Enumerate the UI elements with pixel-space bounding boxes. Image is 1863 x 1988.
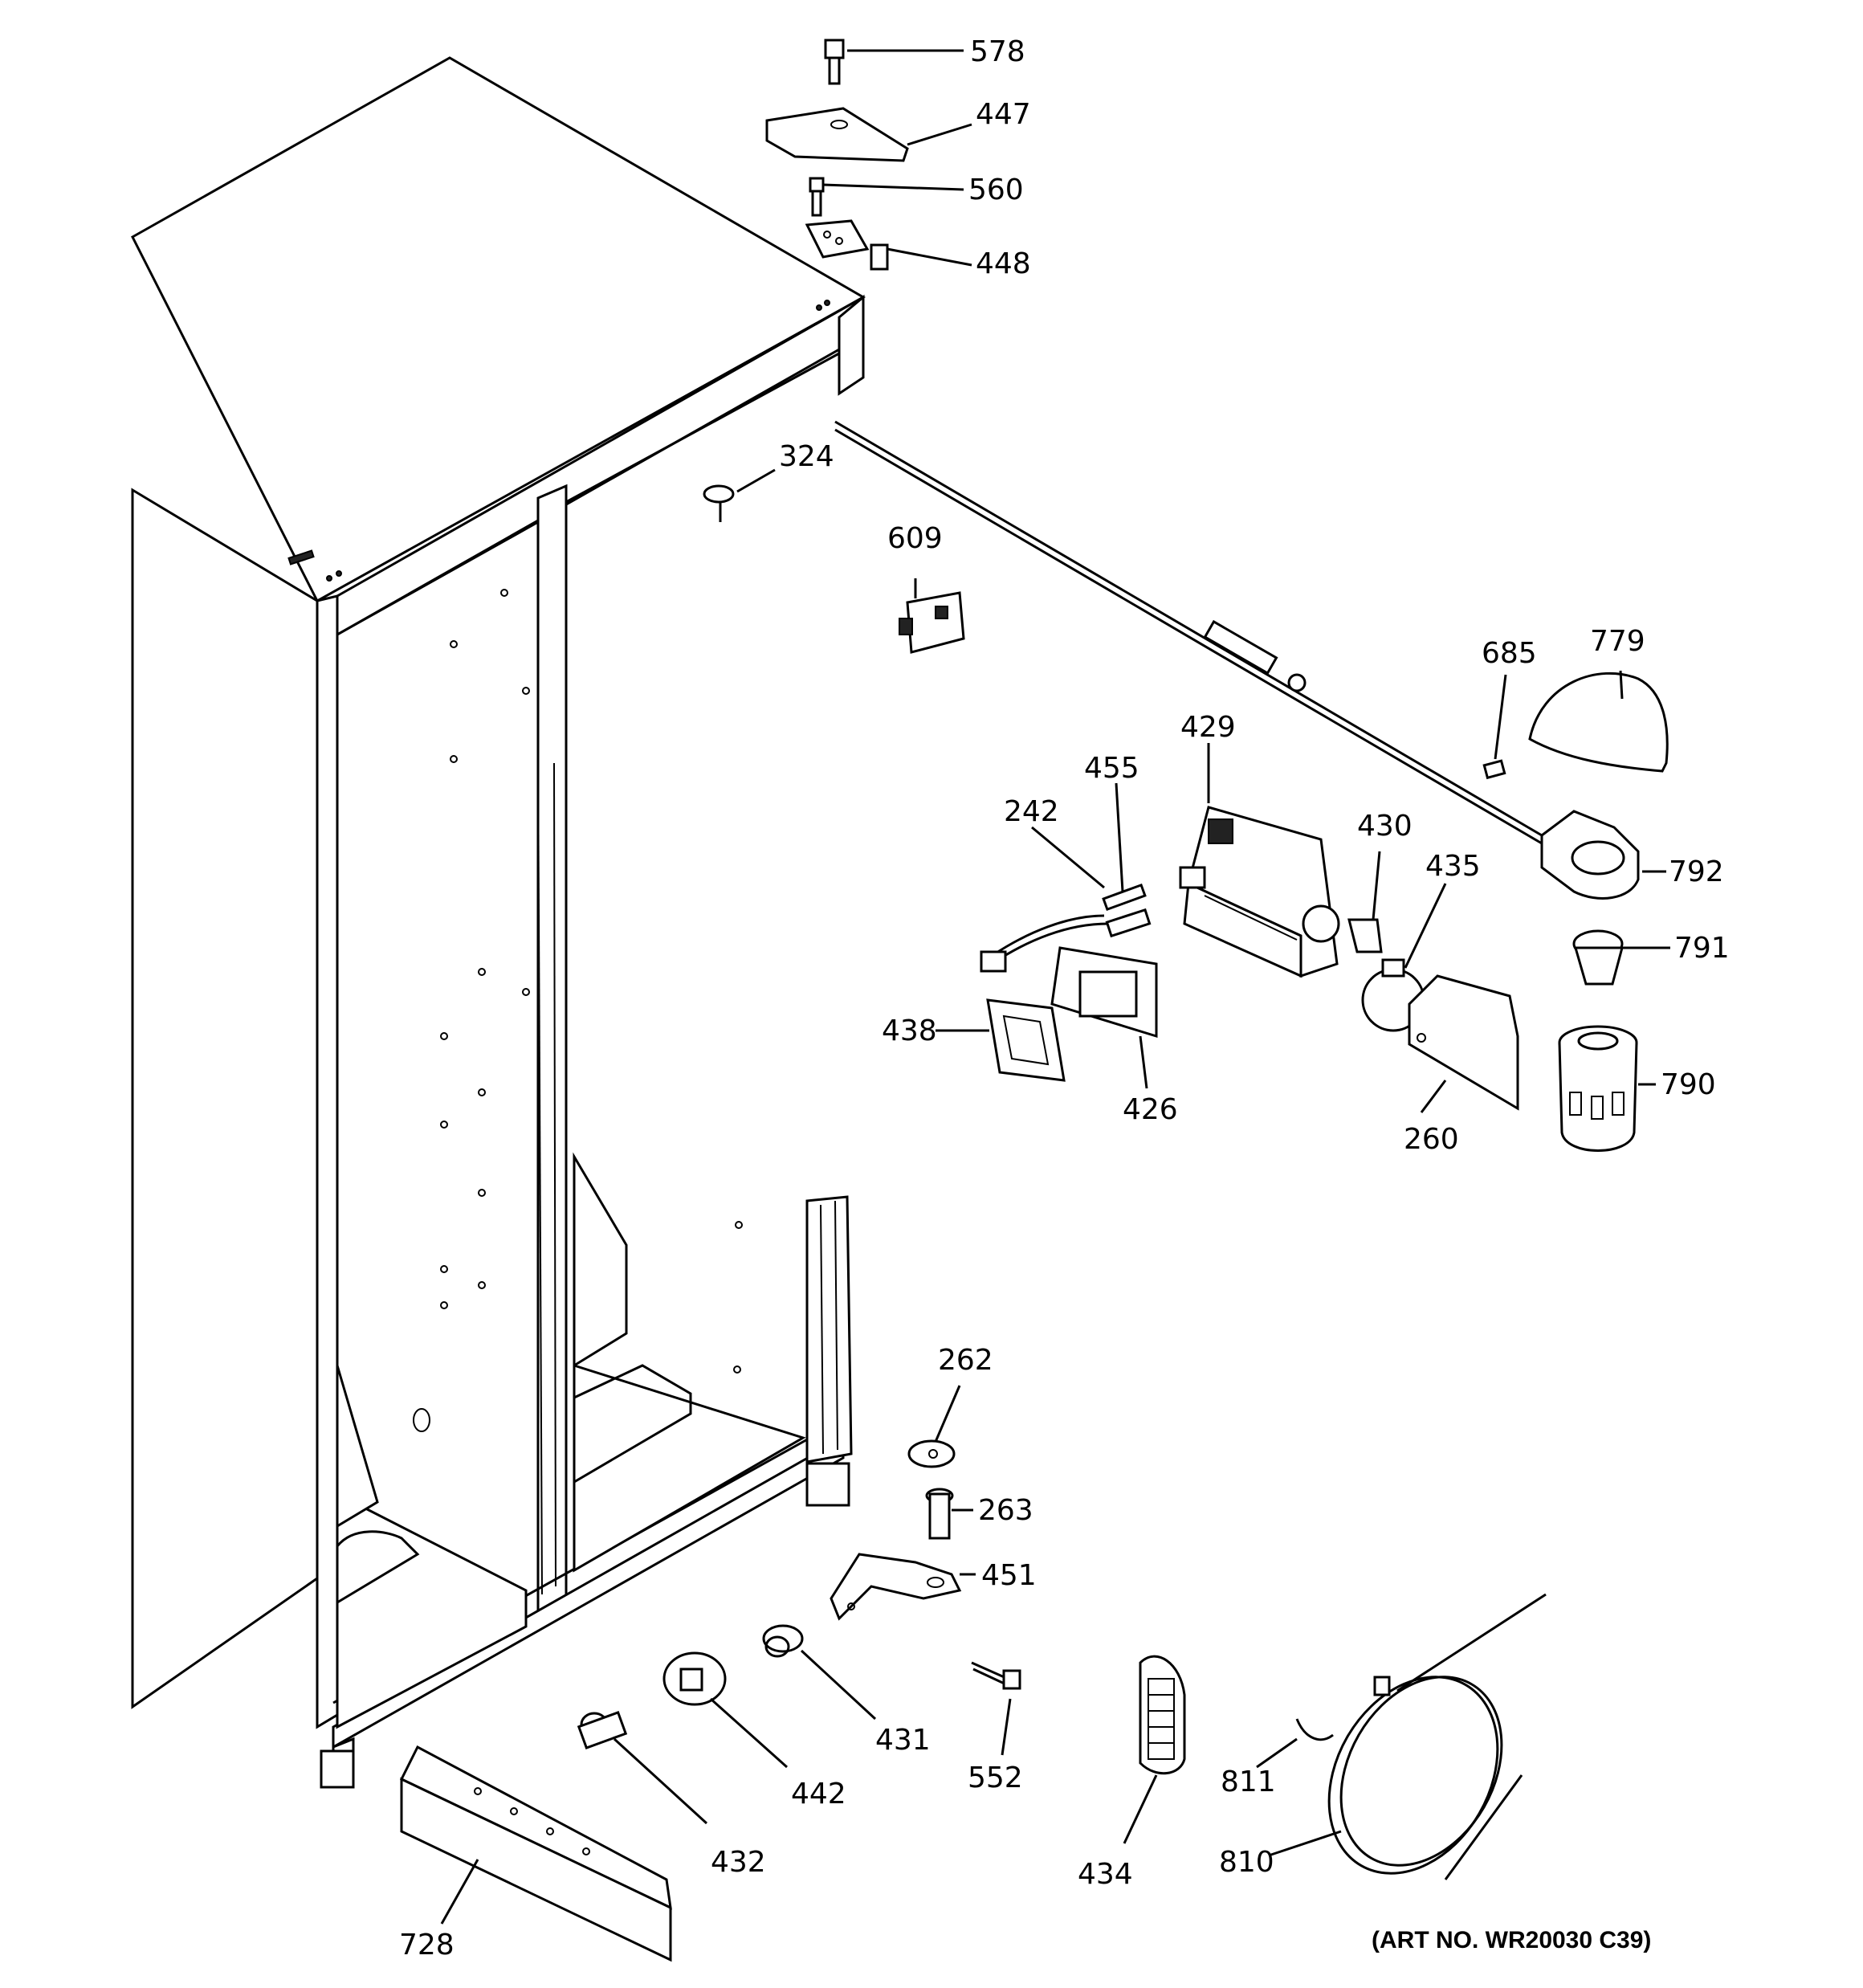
- spacer-432: [577, 1711, 628, 1749]
- refrigerator-cabinet: [131, 56, 866, 1789]
- part-labels: 578 447 560 448 324 609 685 779 429 455 …: [399, 35, 1730, 1961]
- hinge-cover-447: [765, 107, 909, 162]
- cover-779: [1528, 672, 1669, 773]
- leader-lines: [440, 49, 1670, 1925]
- label-790: 790: [1661, 1068, 1716, 1101]
- hinge-screw-578: [824, 39, 845, 85]
- label-260: 260: [1404, 1123, 1459, 1156]
- housing-792: [1540, 810, 1640, 900]
- relay-609: [899, 591, 965, 654]
- label-779: 779: [1590, 625, 1645, 658]
- label-430: 430: [1357, 810, 1413, 843]
- label-448: 448: [976, 247, 1031, 280]
- top-hinge-448: [805, 219, 889, 271]
- label-442: 442: [791, 1778, 846, 1810]
- label-432: 432: [711, 1846, 766, 1879]
- screw-685: [1482, 759, 1506, 780]
- label-609: 609: [887, 522, 943, 555]
- label-578: 578: [970, 35, 1025, 68]
- grille-434: [1139, 1655, 1186, 1775]
- ice-maker-429: [1179, 806, 1340, 978]
- label-324: 324: [779, 440, 834, 473]
- label-435: 435: [1425, 850, 1481, 883]
- part-455: [1105, 908, 1152, 938]
- washer-442: [662, 1651, 727, 1706]
- label-811: 811: [1221, 1766, 1276, 1798]
- hinge-screw-560: [809, 177, 825, 217]
- label-431: 431: [875, 1724, 931, 1757]
- gasket-438: [986, 998, 1066, 1082]
- label-728: 728: [399, 1929, 455, 1961]
- cam-262: [907, 1439, 956, 1468]
- label-434: 434: [1078, 1858, 1133, 1891]
- label-438: 438: [882, 1014, 937, 1047]
- socket-430: [1347, 918, 1383, 953]
- label-560: 560: [968, 173, 1024, 206]
- light-shield-260: [1408, 974, 1519, 1111]
- label-263: 263: [978, 1494, 1033, 1527]
- label-262: 262: [938, 1344, 993, 1377]
- label-552: 552: [968, 1761, 1023, 1794]
- clip-811: [1295, 1718, 1334, 1741]
- label-429: 429: [1180, 711, 1236, 744]
- bushing-431: [762, 1624, 804, 1658]
- cartridge-790: [1558, 1025, 1638, 1152]
- label-447: 447: [976, 98, 1031, 131]
- label-791: 791: [1674, 932, 1730, 965]
- bottom-hinge-451: [830, 1553, 962, 1621]
- label-242: 242: [1004, 795, 1059, 828]
- label-685: 685: [1482, 637, 1537, 670]
- pin-263: [925, 1488, 954, 1540]
- cap-791: [1572, 929, 1624, 986]
- label-426: 426: [1123, 1093, 1178, 1126]
- art-number: (ART NO. WR20030 C39): [1372, 1927, 1651, 1953]
- screw-552: [971, 1661, 1021, 1690]
- label-792: 792: [1669, 855, 1724, 888]
- sensor-242: [1102, 883, 1147, 912]
- tube-assembly: [834, 420, 1543, 845]
- harness-426: [980, 914, 1158, 1039]
- rivet-324: [703, 484, 735, 522]
- label-455: 455: [1084, 752, 1139, 785]
- water-line-810: [1327, 1593, 1547, 1880]
- toe-grille-728: [399, 1745, 672, 1962]
- label-810: 810: [1219, 1846, 1274, 1879]
- label-451: 451: [981, 1559, 1037, 1592]
